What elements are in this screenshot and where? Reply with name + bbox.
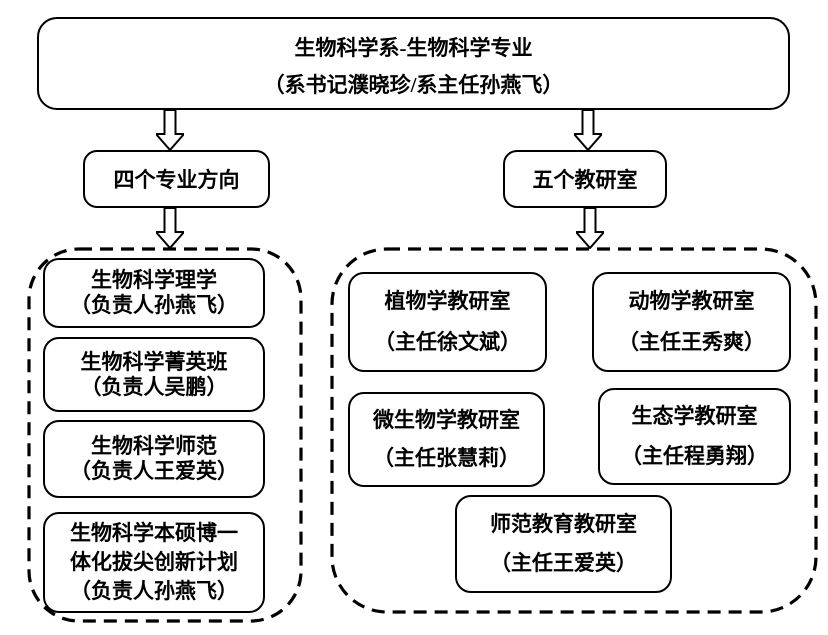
branch-node-majors: 四个专业方向	[83, 150, 270, 208]
major-node: 生物科学理学 （负责人孙燕飞）	[43, 258, 265, 328]
node-title: 植物学教研室	[384, 289, 511, 314]
node-title: 动物学教研室	[628, 289, 755, 314]
down-arrow-icon	[156, 208, 184, 249]
node-title: 生物科学菁英班	[80, 349, 228, 374]
down-arrow-icon	[574, 110, 602, 151]
node-head: （负责人孙燕飞）	[70, 579, 238, 603]
major-node: 生物科学菁英班 （负责人吴鹏）	[43, 337, 265, 412]
down-arrow-icon	[576, 208, 604, 249]
department-title: 生物科学系-生物科学专业	[294, 36, 533, 60]
node-title: 生物科学师范	[91, 434, 217, 458]
office-node: 植物学教研室 （主任徐文斌）	[348, 272, 547, 372]
node-title: 体化拔尖创新计划	[70, 550, 238, 574]
department-leaders: （系书记濮晓珍/系主任孙燕飞）	[263, 73, 564, 97]
node-head: （主任程勇翔）	[621, 443, 768, 468]
office-node: 生态学教研室 （主任程勇翔）	[598, 388, 791, 485]
branch-label: 五个教研室	[532, 168, 638, 192]
node-title: 生物科学本硕博一	[70, 521, 238, 545]
department-node: 生物科学系-生物科学专业 （系书记濮晓珍/系主任孙燕飞）	[37, 17, 790, 110]
major-node: 生物科学本硕博一 体化拔尖创新计划 （负责人孙燕飞）	[43, 512, 265, 613]
node-head: （负责人吴鹏）	[80, 374, 228, 399]
node-title: 师范教育教研室	[490, 511, 637, 536]
node-head: （主任张慧莉）	[373, 446, 520, 471]
office-node: 动物学教研室 （主任王秀爽）	[592, 272, 791, 372]
down-arrow-icon	[156, 110, 184, 151]
node-head: （主任徐文斌）	[374, 329, 521, 354]
office-node: 师范教育教研室 （主任王爱英）	[455, 495, 672, 593]
majors-group-outline	[27, 247, 303, 623]
office-node: 微生物学教研室 （主任张慧莉）	[348, 392, 545, 487]
node-head: （负责人孙燕飞）	[70, 293, 238, 317]
node-head: （主任王秀爽）	[618, 329, 765, 354]
node-head: （主任王爱英）	[490, 551, 637, 576]
node-title: 生态学教研室	[631, 404, 758, 429]
branch-label: 四个专业方向	[113, 168, 240, 192]
node-title: 生物科学理学	[91, 268, 217, 292]
branch-node-offices: 五个教研室	[503, 150, 667, 208]
node-title: 微生物学教研室	[373, 407, 520, 432]
major-node: 生物科学师范 （负责人王爱英）	[43, 420, 265, 498]
offices-group-outline	[330, 247, 818, 614]
node-head: （负责人王爱英）	[70, 459, 238, 483]
